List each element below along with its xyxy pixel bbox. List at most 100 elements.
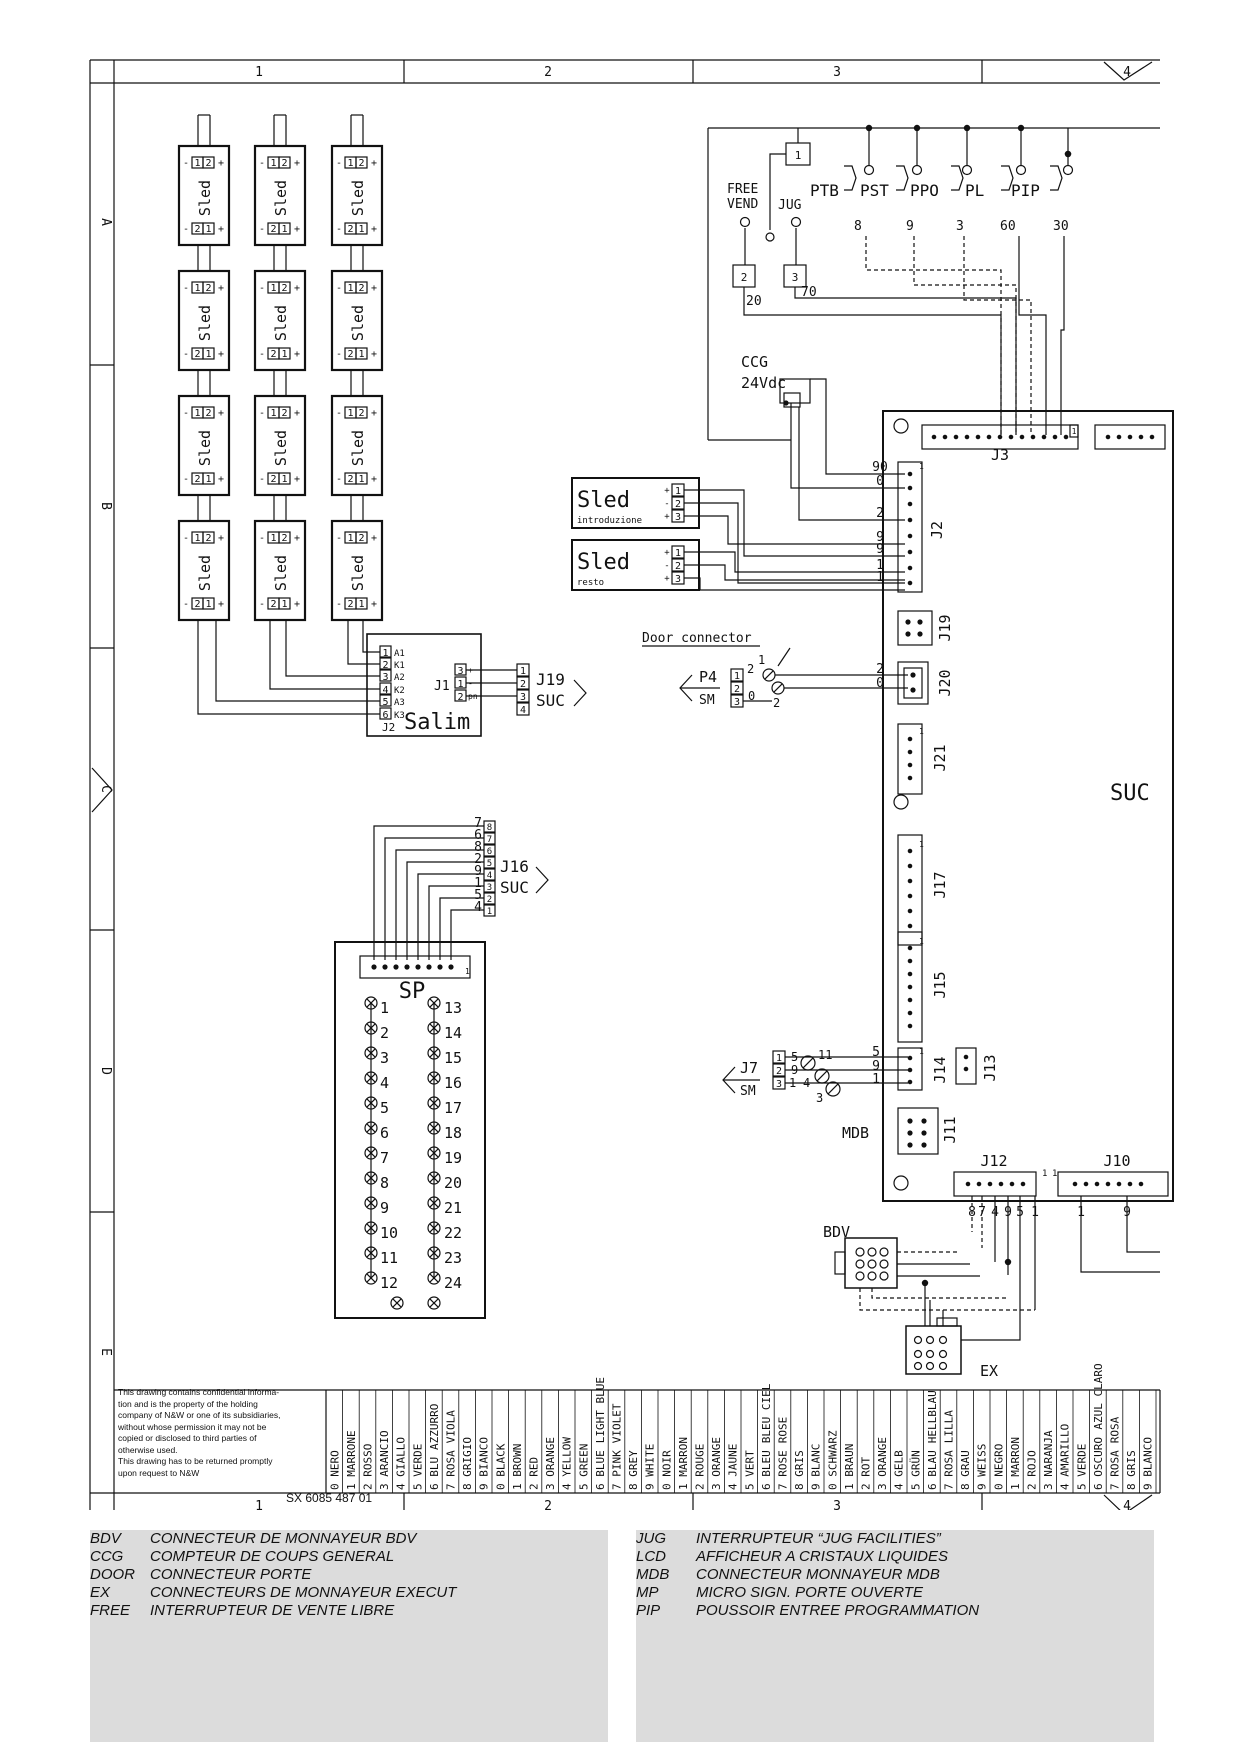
j7-wire-number: 3 [816,1091,823,1105]
sled-polarity: - [336,158,342,169]
sp-lamp-number: 11 [380,1249,398,1267]
sled-pin [278,281,291,294]
door-wire-number: 0 [748,689,755,703]
salim-pin-number: 1 [382,648,388,659]
sled-pin-number: 1 [194,158,200,169]
color-code-label: 0 NEGRO [992,1444,1005,1490]
ex-latch [936,1317,958,1327]
jug-label: JUG [778,198,802,213]
j2-wire-number: 1 [876,570,884,585]
wire-number: 60 [1000,219,1016,234]
j15-label: J15 [931,971,949,998]
j10-wire-number: 1 [1077,1205,1085,1220]
column-label: 3 [833,65,841,80]
j12-wire-number: 7 [978,1205,986,1220]
salim-pin-number: 4 [382,685,388,696]
sp-lamp-number: 3 [380,1049,389,1067]
color-code-label: 8 GREY [627,1450,640,1490]
bdv-pin [867,1247,877,1257]
pin [907,762,913,768]
j12-wire-number: 8 [968,1205,976,1220]
j17-label: J17 [931,871,949,898]
pin [907,908,913,914]
color-code-label: 1 MARRON [677,1437,690,1490]
pin [907,878,913,884]
sled-pin-number: 1 [281,599,287,610]
j7-wire-number: 9 [791,1063,798,1077]
color-code-label: VIOLA [445,1410,458,1443]
color-code-label: 8 GRIS [1125,1450,1138,1490]
sled-polarity: - [183,158,189,169]
mounting-hole [893,794,909,810]
sled-pin [202,156,215,169]
j3-label: J3 [991,446,1009,464]
color-code-label: 6 BLAU [926,1450,939,1490]
j16-wire-number: 4 [474,900,482,915]
switch-run [963,236,1032,435]
color-code-label: 7 PINK [611,1450,624,1490]
pin [1063,434,1069,440]
color-code-label: 9 BLANC [810,1444,823,1490]
sled-pin-number: 1 [205,474,211,485]
j16-pin-number: 6 [487,847,492,857]
j2-connector [897,461,923,593]
pin [986,434,992,440]
wire-number: 20 [746,294,762,309]
color-code-label: 3 ORANGE [876,1437,889,1490]
pin-one-label: 1 [919,840,924,849]
sled-long-pin-number: 1 [675,548,681,559]
sled-polarity: + [294,408,300,419]
sp-lamp-number: 8 [380,1174,389,1192]
legend-text: INTERRUPTEUR DE VENTE LIBRE [150,1602,395,1619]
j15-connector [897,931,923,1043]
salim-signal: A1 [394,649,405,659]
sled-pin [202,472,215,485]
sled-pin [355,531,368,544]
fuse-stroke [802,1057,814,1069]
j19-connector [897,610,933,646]
color-code-label: 5 GRÜN [909,1450,922,1490]
sled-polarity: + [371,349,377,360]
pl-symbol [1001,165,1014,191]
column-label: 2 [544,1499,552,1510]
sled-pin-number: 2 [194,349,200,360]
sled-pin-number: 1 [358,474,364,485]
j20-wire-number: 0 [876,676,884,691]
sled-pin [202,347,215,360]
sled-polarity: - [259,599,265,610]
sled-module [253,394,307,497]
pin [371,964,377,970]
salim-j1-signal: pn [468,692,478,701]
sled-label: Sled [349,305,367,341]
sp-lamp-number: 9 [380,1199,389,1217]
ex-label: EX [980,1362,998,1380]
j19-pin [516,689,530,703]
pin [907,471,913,477]
sled-pin [278,406,291,419]
j14-wire-number: 1 [872,1072,880,1087]
pin [963,1066,969,1072]
color-code-label: 2 ROJO [1026,1450,1039,1490]
sp-lamp-number: 12 [380,1274,398,1292]
legend-text: CONNECTEURS DE MONNAYEUR EXECUT [150,1584,457,1601]
lamp-cross [392,1298,402,1308]
sled-polarity: + [371,408,377,419]
sled-wire [684,502,905,584]
sled-pin-number: 1 [205,599,211,610]
j20-connector [897,661,929,705]
j12-wire-number: 9 [1004,1205,1012,1220]
salim-label: Salim [404,710,470,735]
j16-wire [428,885,484,960]
j12-wire-number: 1 [1031,1205,1039,1220]
bdv-wire [871,1288,1008,1299]
j7-wire-number: 5 [791,1050,798,1064]
pin [907,1142,913,1148]
legend-abbr: JUG [636,1530,666,1547]
bdv-label: BDV [823,1223,850,1241]
sled-pin-number: 1 [270,408,276,419]
pin [953,434,959,440]
sled-long-pin-number: 3 [675,574,681,585]
